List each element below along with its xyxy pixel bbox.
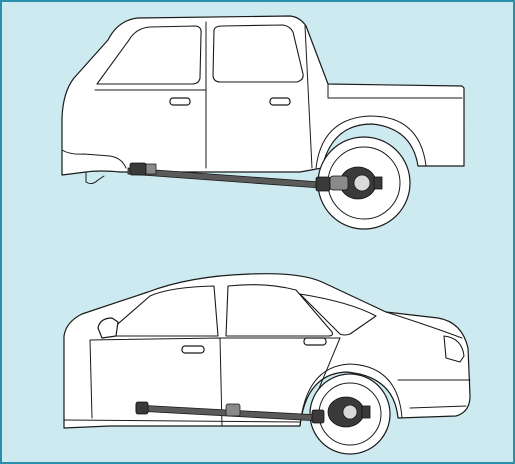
pickup-rear-ujoint xyxy=(315,176,331,192)
pickup-wheel-flare xyxy=(315,115,427,169)
sedan-rocker xyxy=(63,419,301,423)
pickup-rear-door-line xyxy=(205,21,313,169)
sedan-center-bearing xyxy=(225,403,241,417)
pickup-front-window xyxy=(96,25,202,85)
sedan-front-handle xyxy=(181,345,205,354)
sedan-trunk-line xyxy=(385,311,463,339)
sedan-wheel-arch xyxy=(299,363,403,427)
sedan-front-ujoint xyxy=(135,401,149,415)
sedan-front-window xyxy=(103,285,219,337)
pickup-front-lower xyxy=(61,149,127,169)
sedan xyxy=(63,273,471,455)
sedan-side-mirror xyxy=(97,317,119,339)
pickup-rear-handle xyxy=(269,97,291,106)
pickup-center-bearing xyxy=(145,163,157,175)
pickup-axle-housing xyxy=(373,176,383,190)
sedan-rear-window xyxy=(225,284,334,337)
sedan-tail-light xyxy=(443,335,465,363)
pickup-rear-window xyxy=(212,24,304,83)
sedan-rear-handle xyxy=(303,337,327,346)
pickup-truck xyxy=(61,15,465,230)
sedan-rear-door-line xyxy=(219,337,341,411)
pickup-sill xyxy=(85,171,105,185)
pickup-front-ujoint xyxy=(129,162,147,176)
pickup-diff-pinion xyxy=(329,175,349,191)
sedan-rear-bumper xyxy=(397,379,471,409)
pickup-front-handle xyxy=(169,97,191,106)
pickup-diff-cover xyxy=(353,174,371,192)
sedan-quarter-window xyxy=(299,293,377,336)
sedan-diff-cover xyxy=(342,404,358,420)
pickup-bed-top xyxy=(327,83,463,99)
sedan-axle-housing xyxy=(361,405,371,419)
sedan-rear-ujoint xyxy=(311,409,325,424)
